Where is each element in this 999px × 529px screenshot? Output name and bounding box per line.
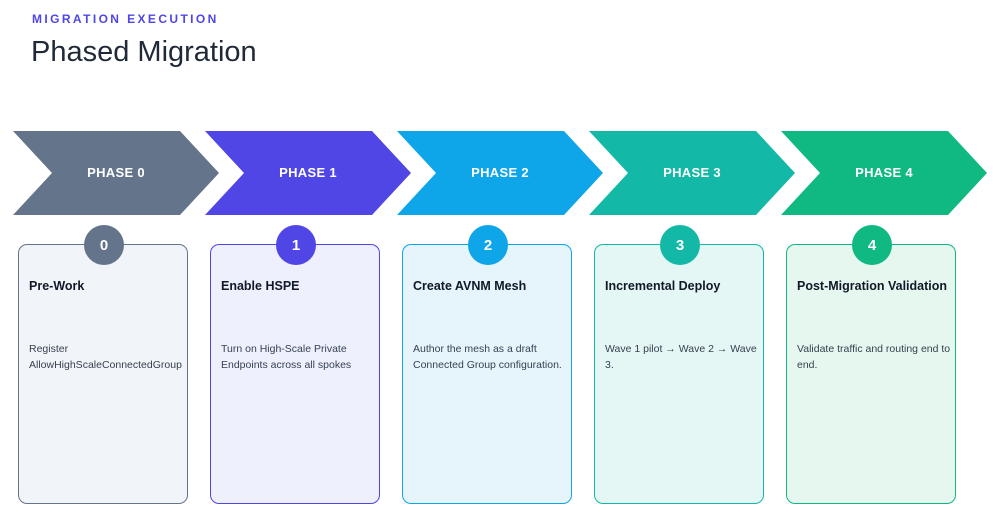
phase-2-title: Create AVNM Mesh (413, 279, 527, 293)
phase-1-number-badge: 1 (276, 225, 316, 265)
phase-4-title: Post-Migration Validation (797, 279, 948, 293)
phase-1-label: PHASE 1 (279, 165, 337, 180)
phase-4-label: PHASE 4 (855, 165, 913, 180)
phase-3-chevron (589, 131, 795, 215)
phase-1-description: Turn on High-Scale Private Endpoints acr… (221, 343, 352, 371)
phase-0-number-badge: 0 (84, 225, 124, 265)
phase-2-description: Author the mesh as a draft Connected Gro… (413, 343, 562, 371)
phase-0-title: Pre-Work (29, 279, 85, 293)
phase-2-card (402, 244, 572, 504)
phase-2-number-badge: 2 (468, 225, 508, 265)
phase-1-card (210, 244, 380, 504)
phase-1-title: Enable HSPE (221, 279, 300, 293)
phase-0-chevron (13, 131, 219, 215)
phase-2-chevron (397, 131, 603, 215)
phase-0-description: Register AllowHighScaleConnectedGroup (29, 343, 182, 371)
phase-3-number-badge: 3 (660, 225, 700, 265)
phase-1-chevron (205, 131, 411, 215)
phase-3-description: Wave 1 pilot → Wave 2 → Wave 3. (605, 343, 757, 371)
phase-3-label: PHASE 3 (663, 165, 721, 180)
page-title: Phased Migration (31, 36, 257, 68)
phase-0-label: PHASE 0 (87, 165, 145, 180)
phase-3-title: Incremental Deploy (605, 279, 721, 293)
phase-4-card (786, 244, 956, 504)
phase-4-number-badge: 4 (852, 225, 892, 265)
eyebrow-label: MIGRATION EXECUTION (32, 12, 219, 26)
phase-2-label: PHASE 2 (471, 165, 529, 180)
phase-3-card (594, 244, 764, 504)
phase-4-chevron (781, 131, 987, 215)
phase-4-description: Validate traffic and routing end to end. (797, 343, 951, 371)
phase-0-card (18, 244, 188, 504)
